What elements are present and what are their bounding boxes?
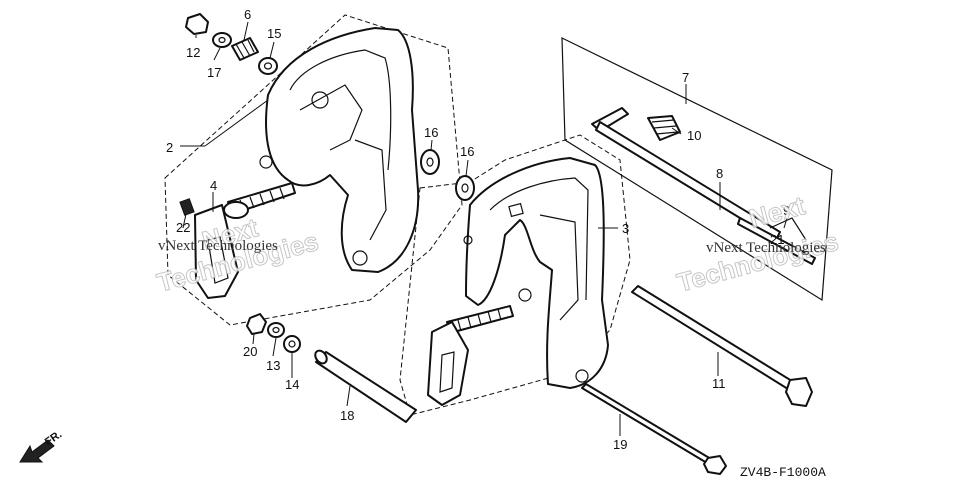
callout-3: 3: [622, 221, 629, 236]
callout-15: 15: [267, 26, 281, 41]
callout-10: 10: [687, 128, 701, 143]
bolts-group: [581, 285, 813, 475]
callout-18: 18: [340, 408, 354, 423]
watermark-left-small: vNext Technologies: [158, 238, 278, 254]
watermark-right-big: Technologies: [674, 226, 842, 298]
callout-2: 2: [166, 140, 173, 155]
callout-6: 6: [244, 7, 251, 22]
callout-4: 4: [210, 178, 217, 193]
stern-bracket-3: [465, 157, 609, 389]
left-bracket-group: [164, 13, 463, 353]
front-direction-indicator: FR.: [19, 428, 64, 463]
callout-7: 7: [682, 70, 689, 85]
watermark-right-top: Next: [746, 190, 809, 234]
callout-9: 9: [783, 203, 790, 218]
callout-13: 13: [266, 358, 280, 373]
callout-labels: 2 3 4 6 7 8 9 10 11 12 13 14 15 16 16 17…: [166, 7, 790, 452]
leader-lines: [180, 21, 788, 436]
diagram-code: ZV4B-F1000A: [740, 465, 826, 480]
bolt-19: [581, 383, 717, 467]
callout-16-upper: 16: [424, 125, 438, 140]
callout-14: 14: [285, 377, 299, 392]
callout-8: 8: [716, 166, 723, 181]
watermark-right-small: vNext Technologies: [706, 240, 826, 256]
tilt-lever-group: [561, 37, 833, 302]
callout-20: 20: [243, 344, 257, 359]
group-7-outline: [561, 37, 833, 302]
callout-11: 11: [712, 376, 726, 391]
callout-12: 12: [186, 45, 200, 60]
callout-19: 19: [613, 437, 627, 452]
left-group-outline: [164, 14, 463, 326]
callout-16-lower: 16: [460, 144, 474, 159]
callout-21: 21: [770, 232, 784, 247]
callout-17: 17: [207, 65, 221, 80]
callout-22: 22: [176, 220, 190, 235]
arrow-down-left-icon: [19, 439, 55, 463]
stern-bracket-2: [265, 27, 420, 273]
right-bracket-group: [314, 134, 631, 423]
tube-18: [315, 351, 417, 423]
